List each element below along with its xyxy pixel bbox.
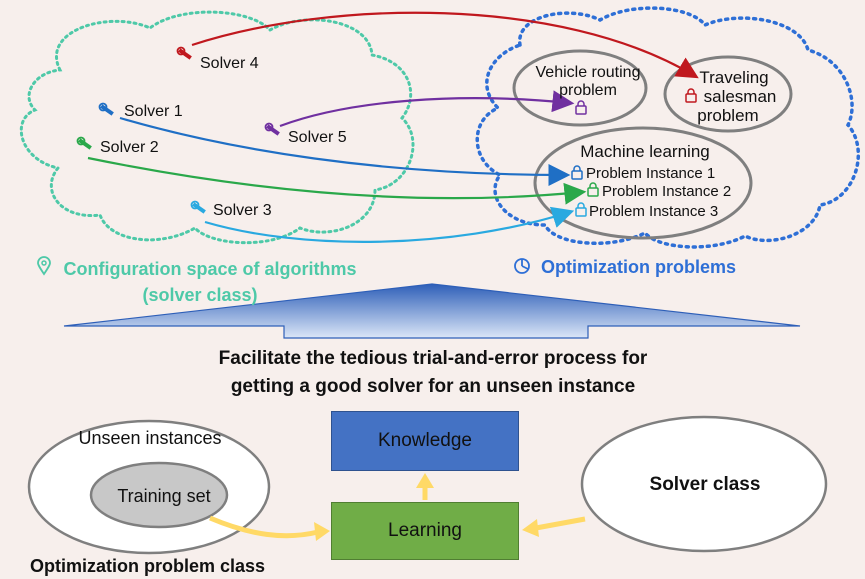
solver3-label: Solver 3 [213, 202, 272, 219]
config-space-title-line1: Configuration space of algorithms [63, 259, 357, 279]
facilitate-text: Facilitate the tedious trial-and-error p… [150, 345, 716, 401]
knowledge-label: Knowledge [377, 430, 473, 451]
machine-learning-label: Machine learning [580, 142, 709, 161]
location-pin-icon [37, 256, 51, 276]
facilitate-line2: getting a good solver for an unseen inst… [230, 376, 636, 397]
instance3-label: Problem Instance 3 [589, 203, 718, 220]
machine-learning-ellipse [533, 126, 753, 240]
solver4-arrow [191, 11, 699, 79]
solver2-label: Solver 2 [100, 139, 159, 156]
solver-to-learning-arrowhead [522, 519, 539, 537]
tsp-label-2: salesman [704, 87, 777, 106]
instance1-lock-icon [571, 165, 583, 180]
solver4-label: Solver 4 [200, 55, 259, 72]
training-set-ellipse [89, 461, 229, 529]
tsp-ellipse [663, 55, 793, 133]
unseen-instances-label: Unseen instances [78, 428, 222, 448]
training-set-label: Training set [117, 486, 211, 506]
solver-class-ellipse [580, 415, 828, 553]
solver3-arrow [204, 206, 575, 243]
instance2-lock-icon [587, 182, 599, 197]
tsp-label-1: Traveling [699, 68, 768, 87]
config-space-cloud [19, 10, 415, 245]
opt-problems-title: Optimization problems [515, 257, 736, 278]
solver2-arrow [87, 156, 587, 205]
learning-to-knowledge-arrowhead [416, 473, 434, 488]
tsp-label-3: problem [697, 106, 758, 125]
learning-label: Learning [388, 520, 462, 541]
solver4-wrench-icon [176, 46, 192, 60]
solver1-wrench-icon [98, 102, 114, 116]
solver1-label: Solver 1 [124, 103, 183, 120]
facilitate-line1: Facilitate the tedious trial-and-error p… [218, 348, 648, 369]
solver5-label: Solver 5 [288, 129, 347, 146]
knowledge-box: Knowledge [331, 411, 519, 471]
training-to-learning-arrowhead [314, 522, 330, 541]
vehicle-routing-label-2: problem [559, 82, 617, 99]
solver5-wrench-icon [264, 122, 280, 136]
instance2-label: Problem Instance 2 [602, 183, 731, 200]
solver3-wrench-icon [190, 200, 206, 214]
solver-class-label: Solver class [649, 474, 761, 495]
learning-box: Learning [331, 502, 519, 560]
config-space-title-line2: (solver class) [142, 285, 258, 305]
training-to-learning-arrow [209, 515, 319, 539]
config-space-title: Configuration space of algorithms (solve… [30, 256, 370, 308]
problem-class-label: Optimization problem class [30, 556, 266, 576]
vehicle-routing-lock-icon [575, 100, 587, 115]
funnel-shape [63, 283, 801, 339]
instance3-lock-icon [575, 202, 587, 217]
pie-chart-icon [514, 258, 530, 274]
solver-to-learning-arrow [535, 516, 586, 531]
solver1-arrow [119, 116, 571, 186]
vehicle-routing-ellipse [512, 49, 648, 127]
solver5-arrow [279, 90, 575, 128]
instance1-label: Problem Instance 1 [586, 165, 715, 182]
tsp-lock-icon [685, 88, 697, 103]
opt-problems-title-text: Optimization problems [541, 257, 737, 277]
solver2-wrench-icon [76, 136, 92, 150]
vehicle-routing-label-1: Vehicle routing [536, 64, 641, 81]
